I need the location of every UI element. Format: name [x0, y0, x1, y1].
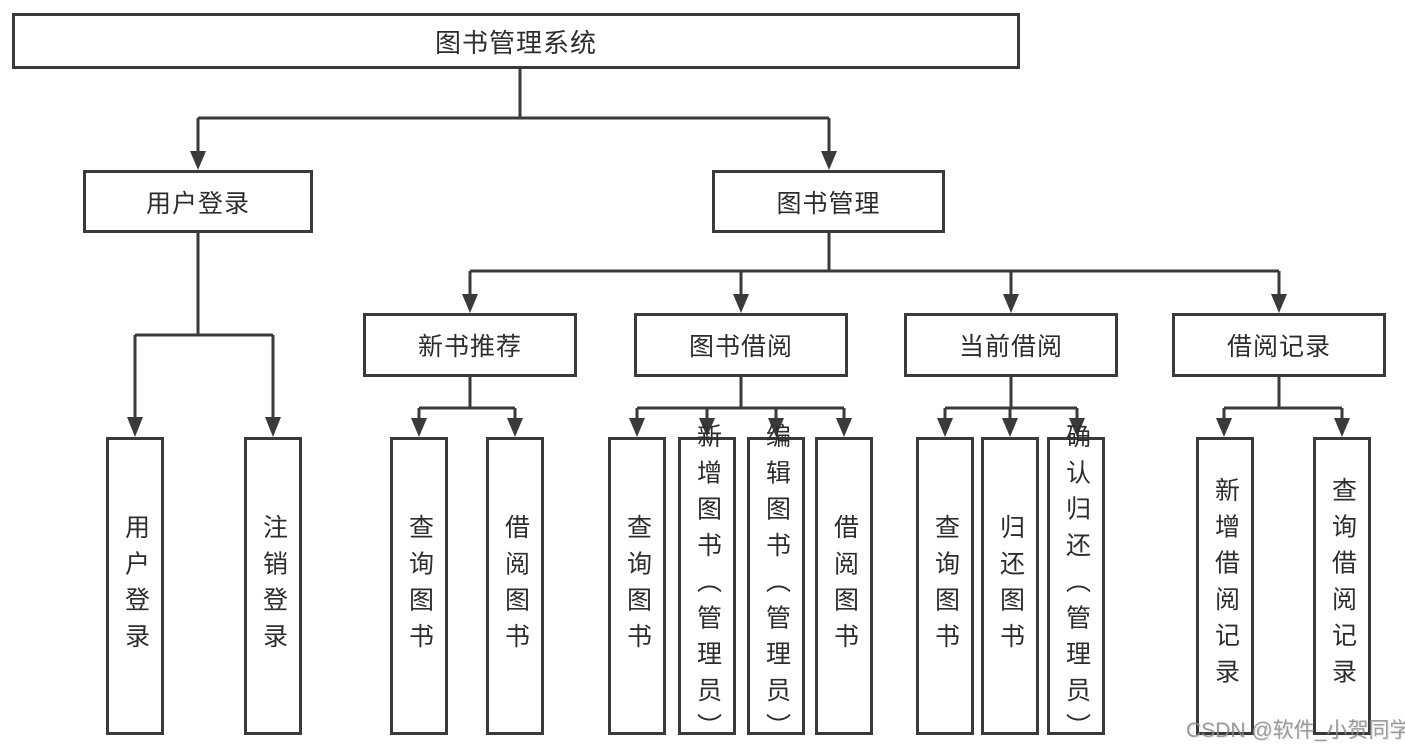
- node-label: 查询图书: [931, 513, 960, 659]
- node-label: 编辑图书（管理员）: [762, 422, 791, 747]
- node-label: 查询图书: [405, 513, 434, 659]
- leaf-query-books-borrowing: 查询图书: [608, 437, 666, 735]
- leaf-query-books-current: 查询图书: [916, 437, 974, 735]
- leaf-user-login: 用户登录: [106, 437, 164, 735]
- arrowhead-icons: [127, 151, 1350, 437]
- node-new-book-recommendation: 新书推荐: [363, 313, 577, 377]
- node-label: 新增图书（管理员）: [693, 422, 722, 747]
- node-label: 用户登录: [121, 513, 150, 659]
- leaf-borrow-books-recommend: 借阅图书: [486, 437, 544, 735]
- csdn-watermark: CSDN @软件_小贺同学: [1186, 719, 1405, 742]
- leaf-edit-book-admin: 编辑图书（管理员）: [747, 423, 805, 747]
- node-user-login: 用户登录: [83, 170, 313, 233]
- node-label: 新增借阅记录: [1211, 477, 1240, 695]
- node-label: 注销登录: [259, 513, 288, 659]
- node-label: 新书推荐: [417, 333, 522, 361]
- node-label: 图书借阅: [688, 333, 793, 361]
- node-borrowing-records: 借阅记录: [1172, 313, 1386, 377]
- leaf-confirm-return-admin: 确认归还（管理员）: [1047, 423, 1105, 747]
- node-label: 图书管理系统: [434, 27, 597, 58]
- node-label: 用户登录: [145, 189, 250, 218]
- leaf-query-books-recommend: 查询图书: [390, 437, 448, 735]
- node-label: 借阅图书: [501, 513, 530, 659]
- node-library-management-system: 图书管理系统: [12, 13, 1020, 69]
- node-label: 查询借阅记录: [1328, 477, 1357, 695]
- node-label: 当前借阅: [958, 333, 1063, 361]
- node-book-borrowing: 图书借阅: [634, 313, 848, 377]
- node-current-borrowing: 当前借阅: [904, 313, 1118, 377]
- node-label: 归还图书: [996, 513, 1025, 659]
- leaf-logout: 注销登录: [244, 437, 302, 735]
- leaf-return-books: 归还图书: [981, 437, 1039, 735]
- node-label: 图书管理: [776, 189, 881, 218]
- leaf-add-book-admin: 新增图书（管理员）: [678, 423, 736, 747]
- node-book-management: 图书管理: [712, 170, 945, 233]
- node-label: 借阅图书: [830, 513, 859, 659]
- node-label: 确认归还（管理员）: [1062, 422, 1091, 747]
- node-label: 借阅记录: [1226, 333, 1331, 361]
- leaf-borrow-books-borrowing: 借阅图书: [815, 437, 873, 735]
- leaf-add-borrow-record: 新增借阅记录: [1196, 437, 1254, 735]
- leaf-query-borrow-record: 查询借阅记录: [1313, 437, 1371, 735]
- node-label: 查询图书: [623, 513, 652, 659]
